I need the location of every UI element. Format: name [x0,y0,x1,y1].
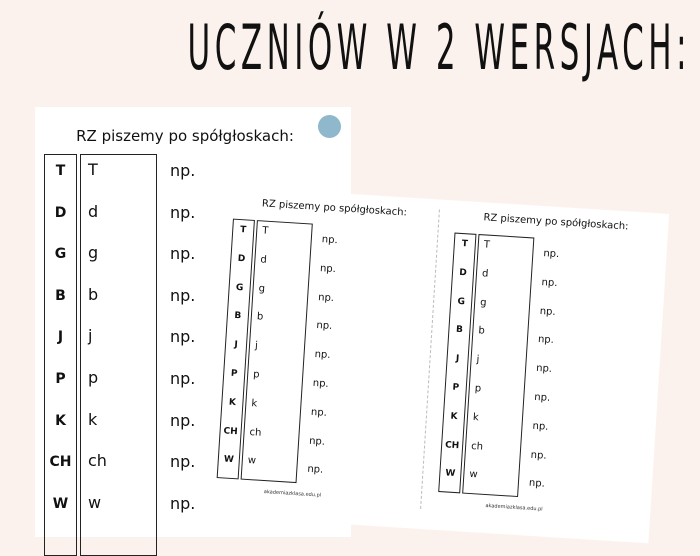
uppercase-letter: D [458,267,468,279]
uppercase-letter: B [455,325,464,336]
example-label: np. [170,285,196,305]
example-label: np. [537,334,555,347]
lowercase-letter: ch [470,440,484,453]
uppercase-letter: P [452,382,460,394]
uppercase-letter: W [52,495,69,512]
lowercase-letter: k [472,411,480,424]
example-label: np. [321,234,339,247]
uppercase-letter: W [445,468,456,480]
logo [318,115,341,138]
example-label: np. [316,320,333,333]
lowercase-letter: w [88,492,102,512]
lowercase-letter: p [474,383,482,395]
lowercase-letter: g [258,282,266,295]
uppercase-letter: J [234,340,239,351]
uppercase-letter: G [235,282,244,293]
uppercase-letter: T [461,238,469,250]
lowercase-letter: ch [88,451,107,471]
lowercase-letter: d [481,268,489,280]
headline: UCZNIÓW W 2 WERSJACH: [187,11,692,84]
lowercase-letter: j [254,340,259,352]
example-label: np. [310,406,328,419]
worksheet-title: RZ piszemy po spółgłoskach: [261,198,408,219]
lowercase-letter: b [478,325,486,337]
lowercase-letter: j [88,326,93,346]
uppercase-letter: T [55,163,66,179]
lowercase-letter: g [479,296,487,309]
example-label: np. [317,291,335,304]
lowercase-letter: b [256,311,264,324]
uppercase-letter: P [55,371,66,387]
example-label: np. [170,244,196,264]
uppercase-letter: W [223,454,235,466]
example-label: np. [312,377,329,390]
lowercase-letter: T [261,225,269,237]
footer-url: akademiazklasa.edu.pl [263,489,322,499]
example-label: np. [170,369,196,388]
example-label: np. [308,435,326,448]
example-label: np. [170,327,196,347]
uppercase-letter: D [237,253,246,265]
example-label: np. [530,449,547,462]
example-label: np. [532,420,549,433]
worksheet-title: RZ piszemy po spółgłoskach: [76,127,294,145]
uppercase-letter: D [54,204,67,221]
uppercase-letter: CH [444,439,460,451]
worksheet-title: RZ piszemy po spółgłoskach: [483,212,629,233]
example-label: np. [539,305,556,318]
uppercase-letter: P [230,368,238,380]
footer-url: akademiazklasa.edu.pl [485,502,543,513]
example-label: np. [319,262,337,275]
lowercase-letter: T [483,239,491,251]
lowercase-letter: w [469,469,478,481]
example-label: np. [170,410,196,430]
uppercase-letter: CH [49,454,72,471]
uppercase-letter: K [450,411,458,422]
example-label: np. [170,202,196,222]
uppercase-letter: B [55,287,66,304]
uppercase-letter: T [239,225,247,236]
lowercase-letter: p [252,369,260,381]
lowercase-letter: d [260,254,268,266]
lowercase-letter: j [476,354,480,366]
uppercase-letter: J [455,354,460,365]
uppercase-letter: CH [223,425,238,437]
uppercase-letter: B [234,311,242,322]
example-label: np. [170,452,196,472]
lowercase-letter: ch [249,426,262,439]
lowercase-letter: p [88,368,99,387]
example-label: np. [541,276,558,289]
uppercase-letter: G [54,246,67,263]
example-label: np. [543,248,560,261]
example-label: np. [307,464,324,477]
example-label: np. [533,391,551,404]
lowercase-letter: b [88,284,99,304]
lowercase-letter: d [88,201,99,221]
uppercase-letter: K [228,397,237,408]
example-label: np. [170,493,196,513]
lowercase-letter: k [251,397,258,410]
lowercase-letter: w [247,455,257,467]
lowercase-letter: k [88,409,98,429]
example-label: np. [528,478,546,491]
uppercase-letter: G [457,296,466,307]
lowercase-letter: g [88,243,99,263]
lowercase-letter: T [88,160,98,179]
example-label: np. [170,161,196,180]
example-label: np. [314,349,331,362]
uppercase-letter: J [57,329,64,346]
uppercase-letter: K [55,412,66,429]
example-label: np. [535,363,553,376]
